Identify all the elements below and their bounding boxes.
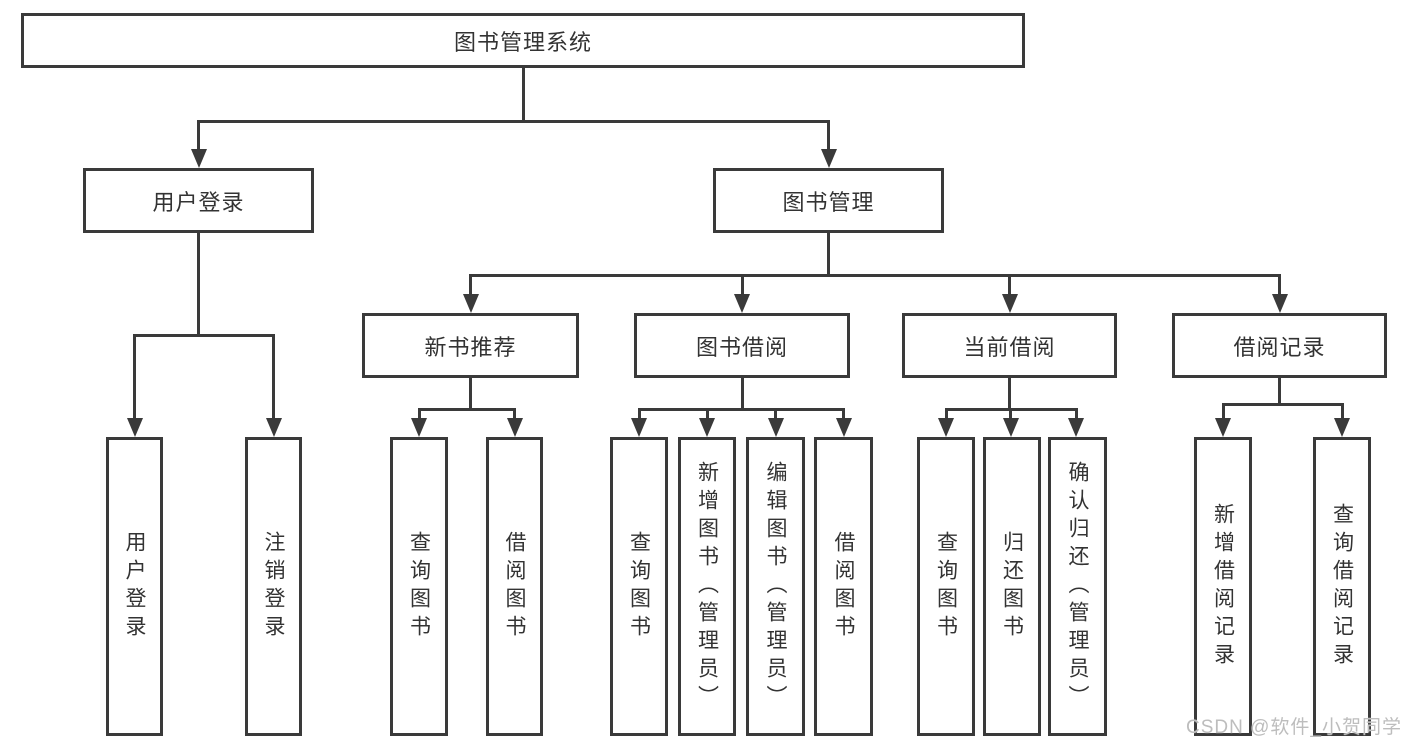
leaf-user-login: 用户登录 [106,437,163,736]
leaf-edit-book-label: 编辑图书（管理员） [764,460,787,713]
connector-drop-leaf [705,408,709,419]
connector-arrowhead [1001,294,1018,313]
leaf-query-book-1-label: 查询图书 [407,530,431,643]
node-borrow-records: 借阅记录 [1172,313,1387,378]
node-current-borrow-label: 当前借阅 [963,334,1056,360]
leaf-query-book-3: 查询图书 [917,437,975,736]
node-book-mgmt-label: 图书管理 [782,189,875,215]
connector-book-mgmt-stem [827,233,830,277]
leaf-borrow-book-1: 借阅图书 [486,437,543,736]
connector-arrowhead [631,418,647,437]
connector-borrow-records-stem [1278,378,1281,406]
connector-new-book-rec-hbar [417,408,515,411]
leaf-confirm-return-label: 确认归还（管理员） [1066,460,1089,713]
connector-level3-hbar [469,274,1280,277]
connector-drop-leaf [842,408,845,419]
connector-drop-book-mgmt [827,120,830,150]
connector-arrowhead [1002,418,1019,437]
leaf-logout: 注销登录 [245,437,302,736]
leaf-query-book-2: 查询图书 [610,437,668,736]
connector-book-borrow-stem [740,378,744,411]
connector-user-login-hbar [133,334,275,337]
connector-arrowhead [462,294,479,313]
connector-borrow-records-hbar [1221,403,1343,406]
connector-arrowhead [1068,418,1084,437]
connector-drop-leaf [133,334,136,419]
connector-arrowhead [411,418,427,437]
connector-drop-leaf [774,408,777,419]
leaf-user-login-label: 用户登录 [123,530,146,643]
leaf-return-book: 归还图书 [983,437,1041,736]
connector-level2-hbar [197,120,830,123]
connector-arrowhead [190,149,207,168]
connector-arrowhead [734,294,750,313]
leaf-confirm-return: 确认归还（管理员） [1048,437,1107,736]
connector-current-borrow-stem [1008,378,1011,411]
connector-arrowhead [506,418,523,437]
connector-drop-user-login [197,120,200,150]
node-book-borrow: 图书借阅 [634,313,850,378]
connector-arrowhead [1215,418,1231,437]
leaf-add-book-label: 新增图书（管理员） [695,460,719,713]
connector-user-login-stem [197,233,200,336]
leaf-add-borrow-record-label: 新增借阅记录 [1211,502,1235,671]
node-borrow-records-label: 借阅记录 [1233,334,1326,360]
connector-drop-leaf [272,334,275,419]
leaf-query-book-1: 查询图书 [390,437,448,736]
node-root: 图书管理系统 [21,13,1025,68]
connector-arrowhead [1334,418,1350,437]
connector-drop-leaf [944,408,948,419]
connector-drop-leaf [1340,403,1344,419]
connector-drop-leaf [1009,408,1012,419]
connector-root-stem [521,68,525,122]
connector-drop-book-borrow [740,274,744,295]
connector-drop-leaf [1074,408,1078,419]
connector-drop-leaf [513,408,516,419]
connector-arrowhead [1271,294,1288,313]
node-book-borrow-label: 图书借阅 [695,334,788,360]
leaf-add-borrow-record: 新增借阅记录 [1194,437,1252,736]
node-user-login: 用户登录 [83,168,314,233]
leaf-edit-book: 编辑图书（管理员） [746,437,805,736]
connector-arrowhead [938,418,954,437]
node-book-mgmt: 图书管理 [713,168,944,233]
node-new-book-rec-label: 新书推荐 [424,334,517,360]
connector-arrowhead [767,418,784,437]
leaf-query-book-2-label: 查询图书 [627,530,651,643]
connector-drop-new-book-rec [469,274,472,295]
connector-arrowhead [265,418,282,437]
connector-drop-leaf [1221,403,1225,419]
connector-arrowhead [699,418,715,437]
leaf-query-borrow-record-label: 查询借阅记录 [1330,502,1354,671]
leaf-query-book-3-label: 查询图书 [934,530,958,643]
node-root-label: 图书管理系统 [453,29,592,55]
leaf-borrow-book-2-label: 借阅图书 [832,530,855,643]
leaf-return-book-label: 归还图书 [1000,530,1024,643]
connector-drop-leaf [417,408,421,419]
leaf-borrow-book-2: 借阅图书 [814,437,873,736]
connector-arrowhead [126,418,143,437]
node-user-login-label: 用户登录 [152,189,245,215]
connector-new-book-rec-stem [469,378,472,411]
connector-drop-borrow-records [1278,274,1281,295]
connector-arrowhead [835,418,852,437]
leaf-logout-label: 注销登录 [262,530,285,643]
connector-drop-current-borrow [1008,274,1011,295]
leaf-add-book: 新增图书（管理员） [678,437,736,736]
leaf-borrow-book-1-label: 借阅图书 [503,530,526,643]
leaf-query-borrow-record: 查询借阅记录 [1313,437,1371,736]
node-current-borrow: 当前借阅 [902,313,1117,378]
watermark-text: CSDN @软件_小贺同学 [1186,717,1402,738]
node-new-book-rec: 新书推荐 [362,313,579,378]
connector-drop-leaf [637,408,641,419]
connector-book-borrow-hbar [637,408,844,411]
connector-arrowhead [820,149,837,168]
